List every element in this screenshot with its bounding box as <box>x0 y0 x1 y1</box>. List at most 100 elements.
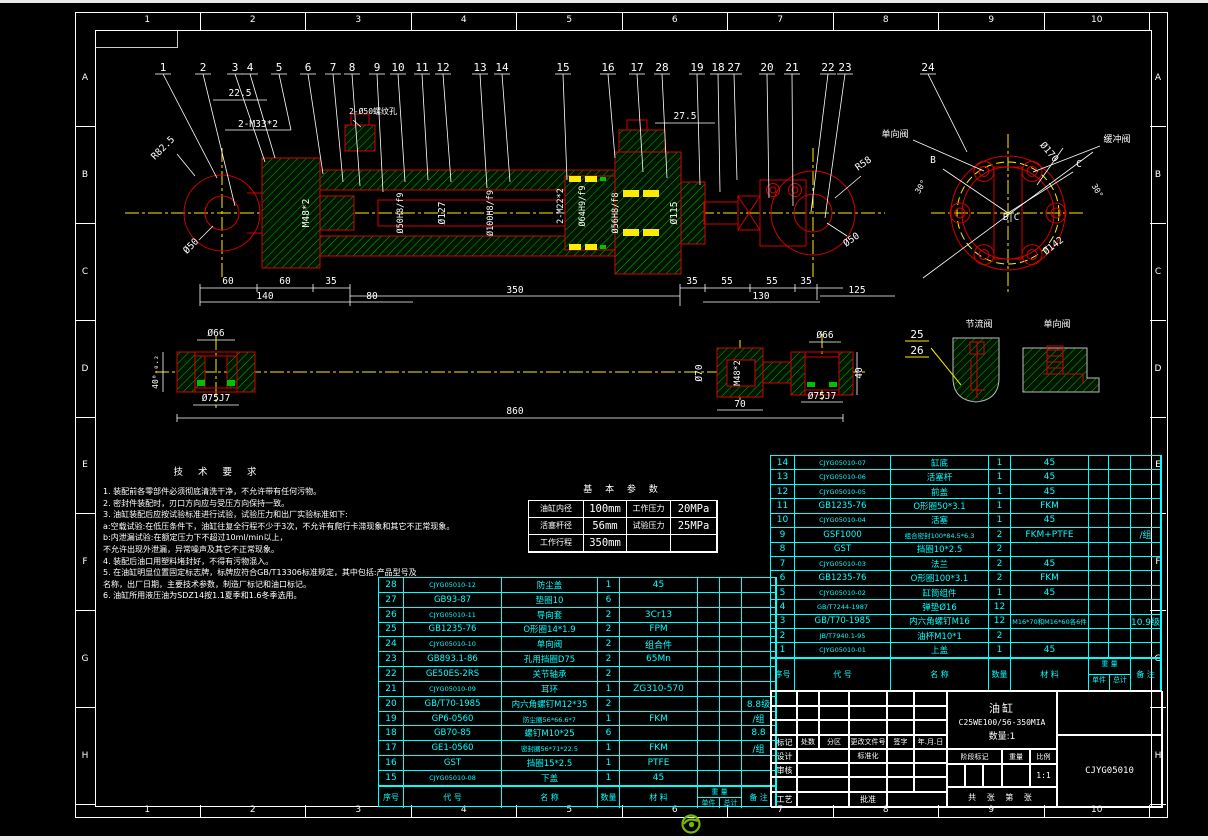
bom-cell: 19 <box>379 711 404 727</box>
dimension-label: 350 <box>506 285 523 296</box>
bom-cell: 8 <box>771 542 795 557</box>
bom-cell: 45 <box>1011 484 1089 500</box>
bom-cell: 1 <box>989 484 1011 500</box>
tb-empty <box>1056 691 1163 736</box>
bom-header-cell: 总计 <box>1113 676 1127 685</box>
bom-cell <box>742 622 776 638</box>
dimension-label: 55 <box>766 276 777 287</box>
bom-cell <box>1089 629 1109 644</box>
tb-empty <box>913 748 948 764</box>
balloon-number: 13 <box>473 61 486 74</box>
dimension-label: Ø50H8/f9 <box>395 193 406 234</box>
bom-cell: 2 <box>598 667 620 682</box>
wear-ring <box>600 245 606 249</box>
dimension-label: C <box>1076 159 1082 170</box>
bom-cell <box>742 681 776 697</box>
bom-header-cell: 序号 <box>771 658 795 691</box>
balloon-number: 23 <box>838 61 851 74</box>
bom-cell: 1 <box>598 741 620 757</box>
clevis-eye <box>770 170 856 256</box>
balloon-leader <box>791 73 794 207</box>
dimension-label: 27.5 <box>674 111 697 122</box>
bom-cell: 28 <box>379 578 404 593</box>
bom-cell <box>1089 585 1109 601</box>
bom-cell <box>1109 528 1131 543</box>
bom-cell <box>620 696 698 712</box>
balloon-number: 18 <box>711 61 724 74</box>
bom-cell <box>1109 470 1131 485</box>
balloon-leader <box>733 73 738 181</box>
param-value: 25MPa <box>671 518 717 535</box>
part-circle <box>769 186 777 194</box>
dim-line <box>942 168 1009 214</box>
param-value <box>671 535 717 552</box>
balloon-number: 28 <box>655 61 668 74</box>
zone-number: 1 <box>95 12 201 30</box>
bom-cell: FKM <box>1011 499 1089 514</box>
bom-cell <box>1089 556 1109 572</box>
note-line: 不允许出现外泄漏，异常噪声及其它不正常现象。 <box>103 544 279 554</box>
bom-cell <box>720 622 742 638</box>
dimension-label: Ø66 <box>816 330 833 341</box>
bolt-hole <box>949 202 971 224</box>
technical-notes: 技 术 要 求 1. 装配前各零部件必须彻底清洗干净，不允许带有任何污物。2. … <box>103 464 454 602</box>
balloon-leader <box>351 73 361 187</box>
bom-cell: 10 <box>771 513 795 529</box>
dimension-label: 860 <box>506 406 523 417</box>
bom-cell: 8.8 <box>742 726 776 742</box>
balloon-number: 19 <box>690 61 703 74</box>
note-line: 3. 油缸装配后应按试验标准进行试验，试验压力和出厂实验标准如下: <box>103 510 348 520</box>
title-block-cell <box>848 691 888 707</box>
balloon-number: 25 <box>910 328 923 341</box>
balloon-leader <box>249 73 276 159</box>
bom-header-cell: 材 料 <box>1011 658 1089 691</box>
valve-label: 节流阀 <box>965 318 992 330</box>
dimension-label: R82.5 <box>149 134 177 162</box>
bom-cell: 1 <box>598 770 620 786</box>
part-circle <box>1050 207 1062 219</box>
bom-header-cell: 备 注 <box>742 786 776 808</box>
bom-cell <box>698 607 720 623</box>
bom-cell: FKM <box>620 741 698 757</box>
bom-cell: 24 <box>379 637 404 653</box>
drawing-geometry <box>970 360 985 391</box>
tb-empty <box>886 748 915 764</box>
bom-cell <box>742 667 776 682</box>
title-block-cell <box>886 691 915 707</box>
dimension-label: B|C <box>1003 213 1019 223</box>
balloon-number: 9 <box>374 61 381 74</box>
bom-cell <box>742 770 776 786</box>
bom-cell <box>1109 614 1131 630</box>
zone-letter: A <box>1150 30 1166 127</box>
tb-empty <box>982 763 1003 788</box>
title-block: 标记 处数 分区 更改文件号 签字 年.月.日 设计 标准化 审核 工艺 批准 … <box>770 690 1163 808</box>
balloon-leader <box>234 73 266 163</box>
bom-cell: 垫圈10 <box>502 592 598 608</box>
check-valve-detail <box>1022 347 1100 393</box>
bom-cell <box>1089 571 1109 586</box>
balloon-number: 12 <box>436 61 449 74</box>
bom-header-cell: 单件 <box>698 797 720 808</box>
part-outline <box>236 351 256 393</box>
bom-cell: 组合件 <box>620 637 698 653</box>
bom-cell: 15 <box>379 770 404 786</box>
nvidia-logo-icon <box>681 814 701 834</box>
bom-cell: GB1235-76 <box>795 571 891 586</box>
bom-cell: 弹垫Ø16 <box>891 600 989 615</box>
bom-cell: GST <box>795 542 891 557</box>
zone-number: 6 <box>623 12 728 30</box>
bom-cell <box>720 578 742 593</box>
bom-cell: FKM <box>620 711 698 727</box>
bom-header-cell: 总计 <box>723 798 738 807</box>
bom-cell: 45 <box>1011 456 1089 471</box>
bom-cell <box>1131 484 1161 500</box>
bom-cell: CJYG05010-03 <box>795 556 891 572</box>
zone-letter: H <box>75 708 95 805</box>
dimension-label: Ø170 <box>1037 140 1060 165</box>
bom-header-cell: 序号 <box>379 786 404 808</box>
seal <box>569 244 581 250</box>
bom-cell: 10.9级 <box>1131 614 1161 630</box>
